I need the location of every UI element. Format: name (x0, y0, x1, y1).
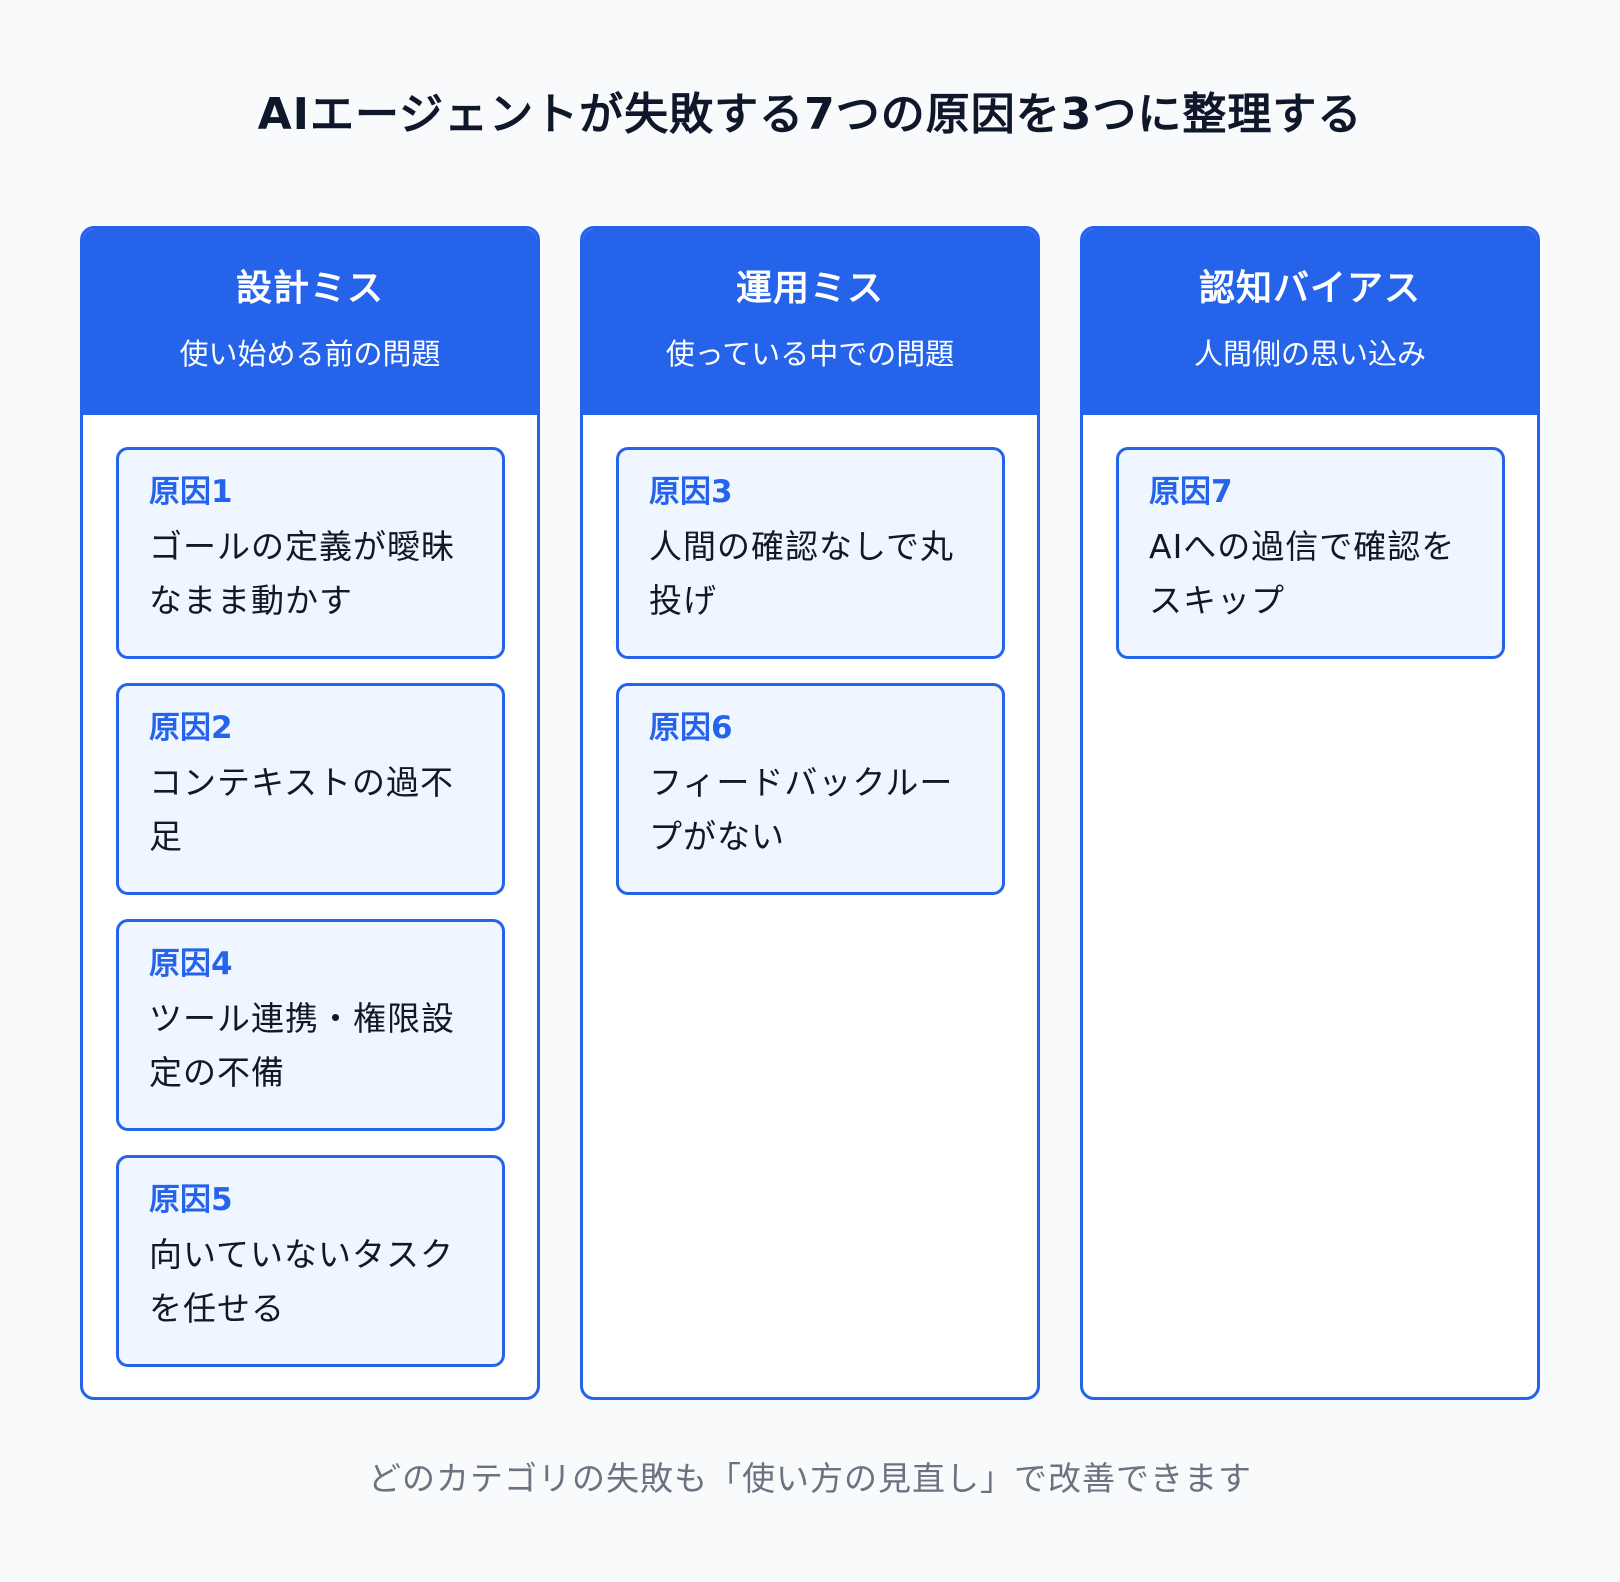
column-header: 設計ミス 使い始める前の問題 (83, 229, 537, 415)
category-column-design: 設計ミス 使い始める前の問題 原因1 ゴールの定義が曖昧なまま動かす 原因2 コ… (80, 226, 540, 1400)
cause-label: 原因5 (149, 1182, 233, 1218)
cause-text: 人間の確認なしで丸投げ (649, 527, 955, 620)
column-title: 設計ミス (235, 268, 384, 309)
cause-text: 向いていないタスクを任せる (149, 1235, 455, 1328)
cause-label: 原因6 (649, 710, 733, 746)
cause-list: 原因3 人間の確認なしで丸投げ 原因6 フィードバックループがない (583, 415, 1037, 895)
column-subtitle: 使い始める前の問題 (179, 337, 441, 371)
cause-text: AIへの過信で確認をスキップ (1149, 527, 1456, 620)
footer-note: どのカテゴリの失敗も「使い方の見直し」で改善できます (368, 1459, 1252, 1498)
column-title: 運用ミス (735, 268, 884, 309)
cause-card: 原因6 フィードバックループがない (616, 683, 1005, 895)
cause-card: 原因2 コンテキストの過不足 (116, 683, 505, 895)
page-title: AIエージェントが失敗する7つの原因を3つに整理する (257, 89, 1363, 140)
column-header: 認知バイアス 人間側の思い込み (1083, 229, 1537, 415)
cause-text: ゴールの定義が曖昧なまま動かす (149, 527, 455, 620)
cause-text: ツール連携・権限設定の不備 (149, 999, 455, 1092)
cause-card: 原因3 人間の確認なしで丸投げ (616, 447, 1005, 659)
category-column-bias: 認知バイアス 人間側の思い込み 原因7 AIへの過信で確認をスキップ (1080, 226, 1540, 1400)
cause-text: フィードバックループがない (649, 763, 954, 856)
column-header: 運用ミス 使っている中での問題 (583, 229, 1037, 415)
cause-card: 原因1 ゴールの定義が曖昧なまま動かす (116, 447, 505, 659)
cause-card: 原因4 ツール連携・権限設定の不備 (116, 919, 505, 1131)
column-title: 認知バイアス (1198, 268, 1421, 309)
cause-list: 原因7 AIへの過信で確認をスキップ (1083, 415, 1537, 659)
column-subtitle: 使っている中での問題 (665, 337, 955, 371)
column-subtitle: 人間側の思い込み (1193, 337, 1426, 371)
cause-label: 原因2 (149, 710, 233, 746)
cause-label: 原因4 (149, 946, 233, 982)
cause-text: コンテキストの過不足 (149, 763, 455, 856)
cause-card: 原因7 AIへの過信で確認をスキップ (1116, 447, 1505, 659)
cause-list: 原因1 ゴールの定義が曖昧なまま動かす 原因2 コンテキストの過不足 原因4 ツ… (83, 415, 537, 1367)
cause-label: 原因3 (649, 474, 733, 510)
category-column-operation: 運用ミス 使っている中での問題 原因3 人間の確認なしで丸投げ 原因6 フィード… (580, 226, 1040, 1400)
cause-label: 原因1 (149, 474, 233, 510)
cause-label: 原因7 (1149, 474, 1233, 510)
cause-card: 原因5 向いていないタスクを任せる (116, 1155, 505, 1367)
